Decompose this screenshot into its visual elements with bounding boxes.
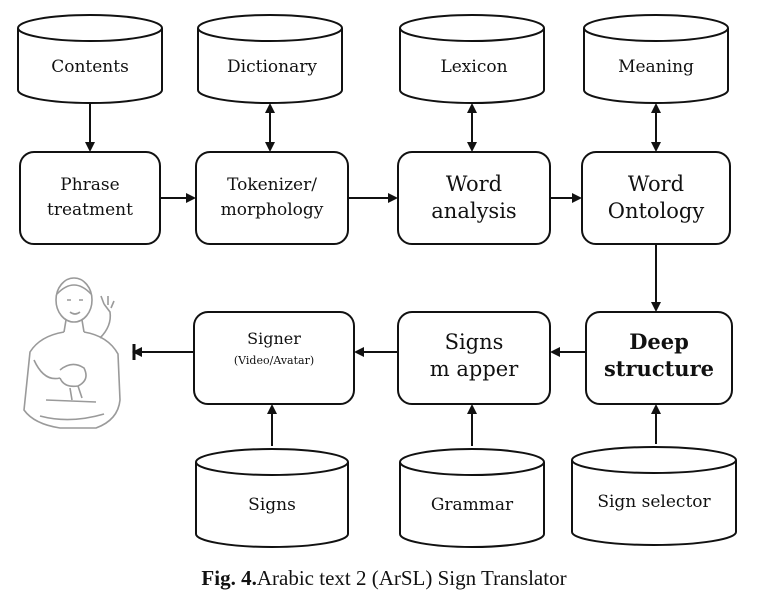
word-ontology-line1: Word — [628, 172, 684, 196]
tokenizer-line1: Tokenizer/ — [227, 175, 317, 195]
signer-box: Signer (Video/Avatar) — [193, 311, 355, 405]
figure-caption: Fig. 4.Arabic text 2 (ArSL) Sign Transla… — [0, 566, 768, 591]
meaning-database: Meaning — [583, 14, 729, 104]
lexicon-database: Lexicon — [399, 14, 545, 104]
signs-mapper-box: Signs m apper — [397, 311, 551, 405]
tokenizer-line2: morphology — [221, 200, 324, 220]
flow-arrows — [85, 103, 661, 446]
contents-label: Contents — [51, 57, 129, 77]
signs-label: Signs — [248, 495, 296, 515]
signs-mapper-line1: Signs — [445, 330, 504, 354]
word-ontology-box: Word Ontology — [581, 151, 731, 245]
phrase-treatment-line2: treatment — [47, 200, 133, 220]
sign-selector-database: Sign selector — [571, 446, 737, 546]
meaning-label: Meaning — [618, 57, 694, 77]
word-ontology-line2: Ontology — [608, 199, 705, 223]
figure-caption-text: Arabic text 2 (ArSL) Sign Translator — [256, 566, 567, 590]
sign-selector-label: Sign selector — [597, 492, 711, 512]
grammar-database: Grammar — [399, 448, 545, 548]
word-analysis-box: Word analysis — [397, 151, 551, 245]
phrase-treatment-box: Phrase treatment — [19, 151, 161, 245]
word-analysis-line1: Word — [446, 172, 502, 196]
signs-database: Signs — [195, 448, 349, 548]
dictionary-label: Dictionary — [227, 57, 317, 77]
signs-mapper-line2: m apper — [430, 357, 519, 381]
figure-caption-label: Fig. 4. — [201, 566, 257, 590]
dictionary-database: Dictionary — [197, 14, 343, 104]
phrase-treatment-line1: Phrase — [60, 175, 119, 195]
signer-figure-image — [23, 277, 121, 429]
contents-database: Contents — [17, 14, 163, 104]
word-analysis-line2: analysis — [431, 199, 516, 223]
signer-line2: (Video/Avatar) — [234, 354, 314, 367]
grammar-label: Grammar — [431, 495, 514, 515]
deep-structure-box: Deep structure — [585, 311, 733, 405]
deep-structure-line1: Deep — [629, 329, 689, 354]
lexicon-label: Lexicon — [440, 57, 507, 77]
tokenizer-box: Tokenizer/ morphology — [195, 151, 349, 245]
deep-structure-line2: structure — [604, 356, 714, 381]
signer-line1: Signer — [247, 329, 301, 348]
